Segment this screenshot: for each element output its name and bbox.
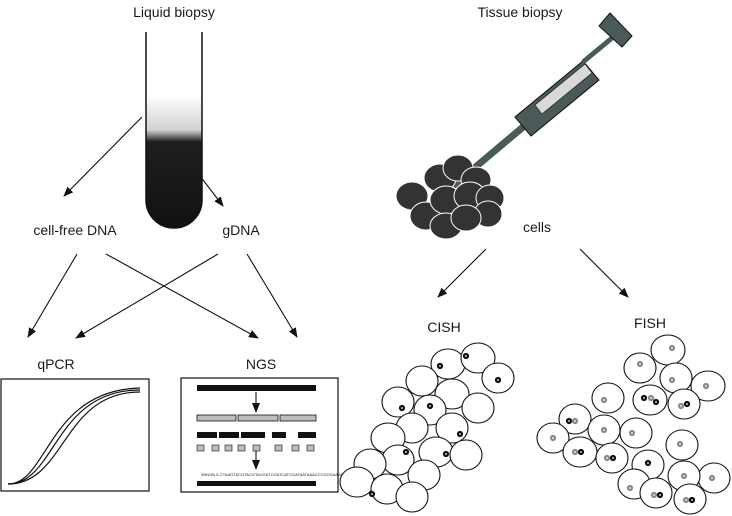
cish-label: CISH <box>427 319 460 335</box>
ngs-sequencing-panel: ЗNNGN 5-CTAAGTACGTACGTACGATCGATCATCGATAA… <box>180 377 363 493</box>
liquid-arrows <box>27 116 298 339</box>
gdna-label: gDNA <box>222 222 260 238</box>
tissue-arrows <box>437 248 629 298</box>
cell-free-dna-label: cell-free DNA <box>33 222 117 238</box>
ngs-label: NGS <box>246 356 276 372</box>
cish-cell-cluster <box>339 342 515 513</box>
qpcr-label: qPCR <box>37 356 74 372</box>
cells-label: cells <box>523 219 551 235</box>
blood-tube <box>145 32 203 229</box>
ngs-sequence-read: ЗNNGN 5-CTAAGTACGTACGTACGATCGATCATCGATAA… <box>201 472 363 477</box>
biopsy-syringe <box>450 12 633 189</box>
fish-cell-cluster <box>536 334 731 515</box>
tissue-cell-pellet <box>395 154 505 240</box>
fish-label: FISH <box>634 315 666 331</box>
liquid-biopsy-title: Liquid biopsy <box>133 4 215 20</box>
tissue-biopsy-title: Tissue biopsy <box>477 4 562 20</box>
qpcr-amplification-plot <box>0 378 150 492</box>
